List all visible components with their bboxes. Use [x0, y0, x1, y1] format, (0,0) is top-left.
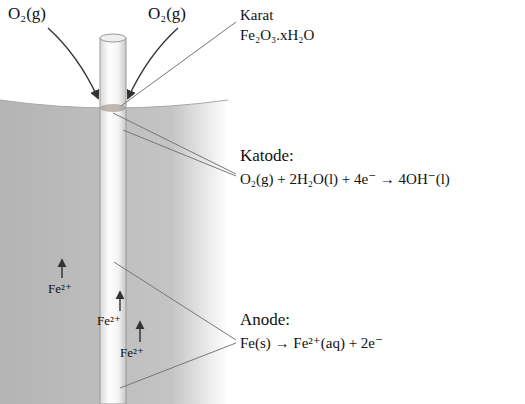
- leader-line: [114, 262, 236, 340]
- leader-line: [123, 130, 236, 176]
- ion-arrow: [61, 260, 62, 278]
- gas-label: O₂(g): [148, 4, 186, 24]
- ion-label: Fe²⁺: [97, 313, 121, 329]
- oxygen-arrow: [128, 28, 178, 98]
- gas-label: O₂(g): [8, 4, 46, 24]
- leader-line: [120, 343, 236, 388]
- anode-heading: Anode:: [240, 310, 290, 330]
- ion-arrow: [119, 292, 120, 311]
- ion-arrow: [139, 322, 140, 342]
- cathode-heading: Katode:: [240, 146, 294, 166]
- iron-rod-top: [100, 34, 126, 42]
- anode-reaction: Fe(s) → Fe²⁺(aq) + 2e⁻: [240, 334, 383, 352]
- oxygen-arrow: [48, 28, 98, 98]
- rust-formula: Fe₂O₃.xH₂O: [240, 26, 314, 44]
- ion-label: Fe²⁺: [120, 345, 144, 361]
- cathode-reaction: O₂(g) + 2H₂O(l) + 4e⁻ → 4OH⁻(l): [240, 170, 450, 188]
- ion-label: Fe²⁺: [48, 281, 72, 297]
- leader-line: [121, 22, 236, 106]
- rust-label: Karat: [240, 6, 273, 24]
- leader-line: [113, 113, 236, 174]
